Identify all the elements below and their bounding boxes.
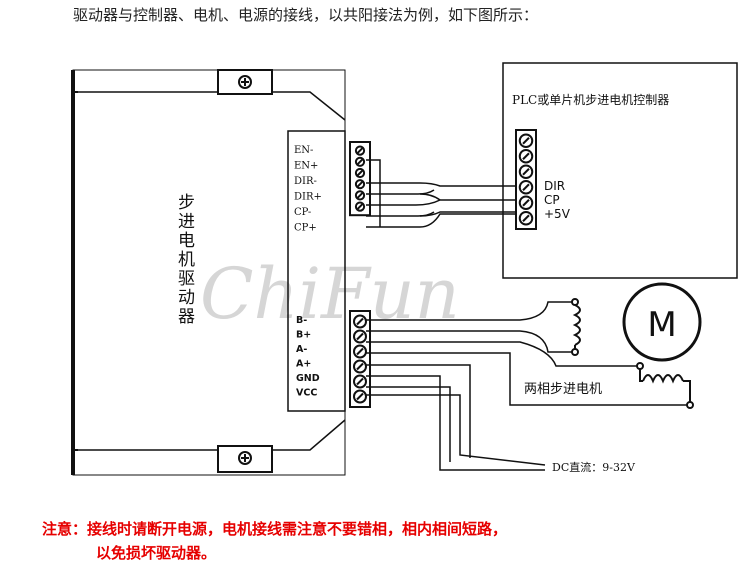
signal-pin-label: DIR+	[294, 192, 322, 203]
mounting-screw-icon	[238, 451, 252, 465]
signal-pin-labels: EN- EN+ DIR- DIR+ CP- CP+	[294, 145, 322, 234]
signal-pin-label: CP+	[294, 223, 317, 234]
warning-note-line2: 以免损坏驱动器。	[96, 544, 217, 562]
watermark: ChiFun	[200, 253, 460, 335]
driver-title-char: 驱	[178, 269, 195, 289]
terminal-screw-icon	[353, 329, 367, 344]
driver-body	[71, 69, 346, 476]
controller-pin-label: CP	[544, 193, 560, 207]
power-pin-label: A-	[296, 344, 307, 355]
driver-title-char: 电	[178, 231, 195, 251]
driver-title-char: 步	[178, 193, 195, 213]
terminal-screw-icon	[353, 389, 367, 404]
terminal-screw-icon	[518, 195, 534, 210]
terminal-screw-icon	[518, 133, 534, 148]
power-pin-labels: B- B+ A- A+ GND VCC	[296, 315, 320, 399]
terminal-screw-icon	[353, 344, 367, 359]
controller-pin-label: DIR	[544, 179, 565, 193]
controller-title: PLC或单片机步进电机控制器	[512, 93, 669, 107]
power-pin-label: B+	[296, 330, 311, 341]
motor-label: 两相步进电机	[524, 382, 602, 397]
driver-title-char: 进	[178, 212, 195, 232]
motor-coil-icon	[636, 362, 694, 409]
terminal-screw-icon	[353, 374, 367, 389]
power-terminal-block	[349, 310, 371, 408]
motor-symbol-letter: M	[647, 305, 676, 345]
motor-coil-icon	[571, 298, 581, 356]
power-pin-label: B-	[296, 315, 307, 326]
driver-title-char: 机	[178, 250, 195, 270]
terminal-screw-icon	[518, 211, 534, 226]
terminal-screw-icon	[354, 145, 366, 156]
terminal-screw-icon	[353, 314, 367, 329]
motor-wires	[366, 301, 690, 406]
signal-terminal-block	[349, 141, 371, 217]
power-pin-label: A+	[296, 359, 311, 370]
signal-wires	[366, 159, 516, 228]
power-supply-label: DC直流：9-32V	[552, 460, 636, 474]
signal-pin-label: EN+	[294, 161, 318, 172]
bottom-mounting-ear	[217, 445, 273, 473]
terminal-screw-icon	[354, 201, 366, 212]
signal-pin-label: EN-	[294, 145, 313, 156]
controller-box: PLC或单片机步进电机控制器	[502, 62, 738, 279]
power-pin-label: VCC	[296, 388, 317, 399]
terminal-screw-icon	[518, 180, 534, 195]
mounting-screw-icon	[238, 75, 252, 89]
terminal-screw-icon	[353, 359, 367, 374]
terminal-screw-icon	[354, 156, 366, 167]
top-mounting-ear	[217, 69, 273, 95]
terminal-screw-icon	[354, 167, 366, 179]
signal-pin-label: DIR-	[294, 176, 317, 187]
controller-pin-label: +5V	[544, 207, 571, 221]
motor-symbol: M	[622, 282, 702, 362]
terminal-screw-icon	[354, 190, 366, 201]
terminal-screw-icon	[518, 164, 534, 179]
terminal-screw-icon	[354, 179, 366, 190]
signal-pin-label: CP-	[294, 207, 311, 218]
driver-title-char: 器	[178, 307, 195, 327]
controller-terminal-block	[515, 129, 537, 230]
power-pin-label: GND	[296, 373, 320, 384]
intro-text: 驱动器与控制器、电机、电源的接线，以共阳接法为例，如下图所示：	[73, 6, 539, 24]
terminal-screw-icon	[518, 149, 534, 164]
warning-note-line1: 注意：接线时请断开电源，电机接线需注意不要错相，相内相间短路，	[42, 520, 508, 538]
power-wires	[366, 364, 546, 471]
driver-title-char: 动	[178, 288, 195, 308]
